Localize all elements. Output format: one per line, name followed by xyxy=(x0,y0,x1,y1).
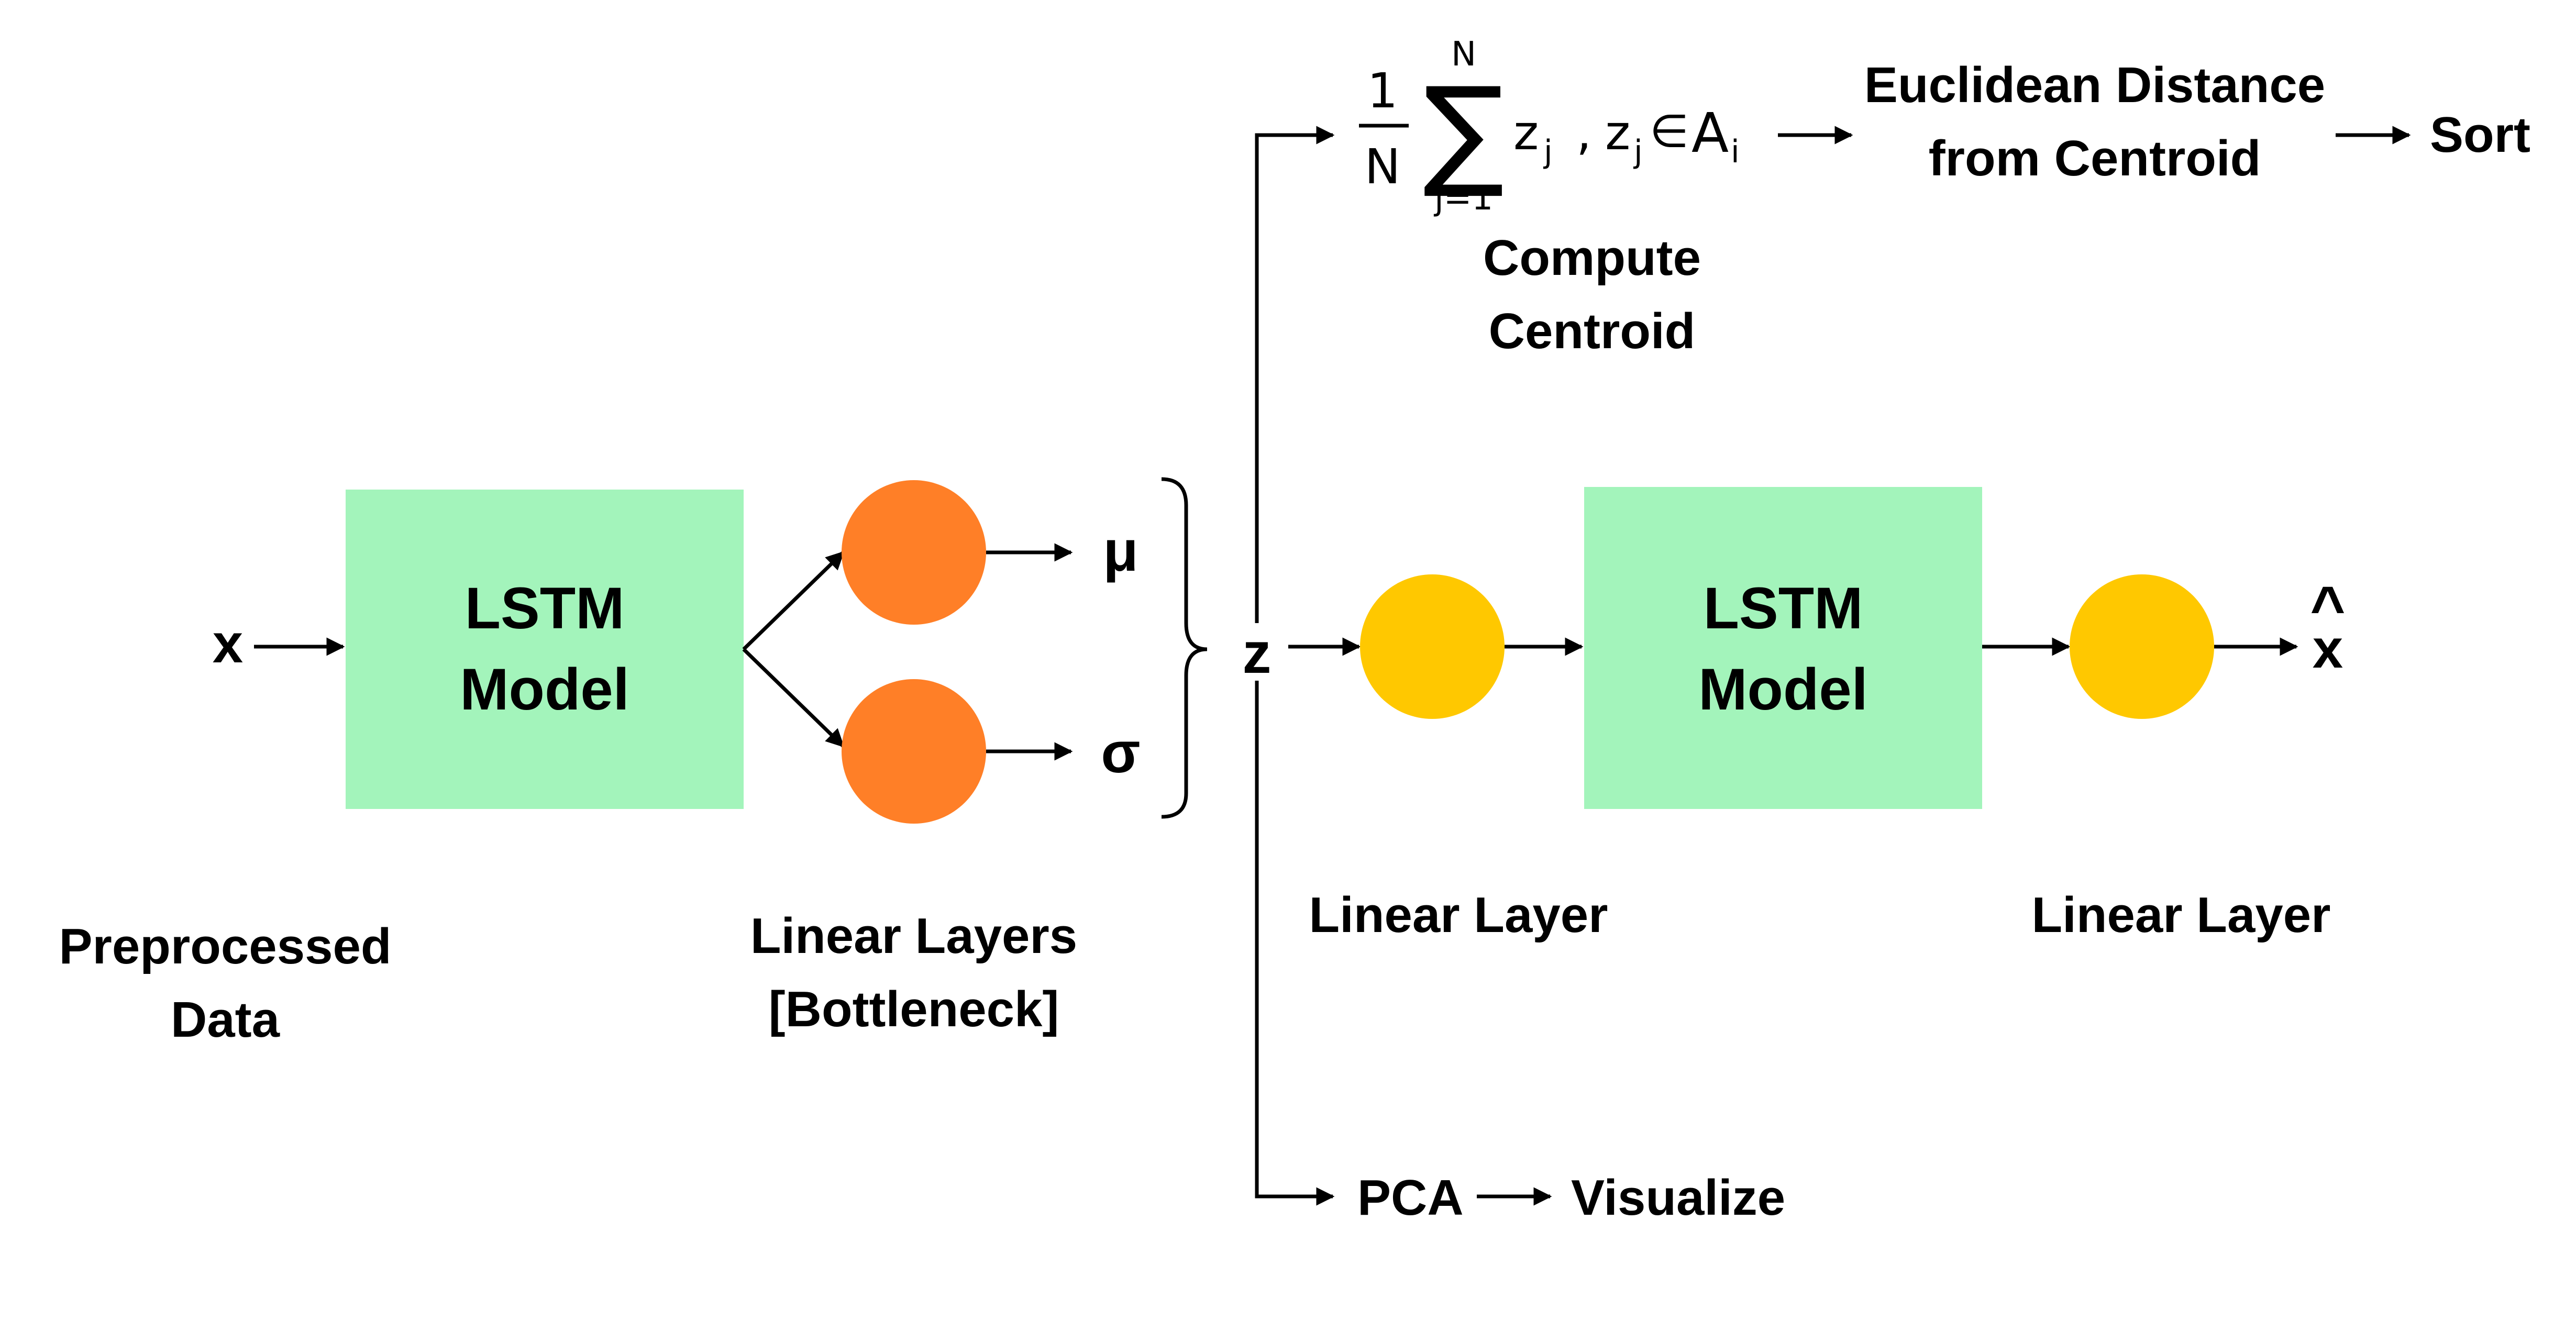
z-label: z xyxy=(1243,621,1272,685)
formula-in-symbol: ∈ xyxy=(1650,105,1689,158)
arrow-z-to-pca xyxy=(1255,681,1335,1206)
formula-set: A xyxy=(1691,101,1729,165)
output-x-hat-label: x xyxy=(2313,618,2343,680)
encoder-lstm-label-line1: LSTM xyxy=(465,575,625,641)
formula-fraction-numerator: 1 xyxy=(1367,63,1398,119)
curly-brace xyxy=(1161,477,1208,819)
formula-sum-lower: j=1 xyxy=(1433,179,1493,218)
formula-sum-symbol: ∑ xyxy=(1423,62,1505,202)
pca-label: PCA xyxy=(1357,1170,1464,1226)
encoder-lstm-box xyxy=(346,490,744,809)
encoder-lstm-label-line2: Model xyxy=(460,657,629,722)
sort-label: Sort xyxy=(2430,107,2530,163)
visualize-label: Visualize xyxy=(1571,1170,1785,1226)
formula-sum-upper: N xyxy=(1451,35,1476,74)
mu-linear-node xyxy=(842,480,986,625)
input-x-label: x xyxy=(213,613,243,674)
formula-term-sub: j xyxy=(1543,134,1553,170)
arrow-z-to-centroid xyxy=(1255,126,1335,623)
formula-member-sub: j xyxy=(1633,134,1643,170)
euclidean-distance-line1: Euclidean Distance xyxy=(1864,57,2325,113)
sigma-label: σ xyxy=(1101,720,1140,785)
decoder-lstm-label-line2: Model xyxy=(1698,657,1868,722)
formula-fraction-denominator: N xyxy=(1365,139,1401,195)
decoder-linear-node-2 xyxy=(2070,574,2214,719)
caption-linear-layer-2: Linear Layer xyxy=(2032,887,2331,943)
sigma-linear-node xyxy=(842,679,986,824)
compute-centroid-line1: Compute xyxy=(1483,230,1701,286)
arrow-encoder-to-mu-node xyxy=(742,551,845,651)
euclidean-distance-line2: from Centroid xyxy=(1929,130,2261,186)
decoder-linear-node-1 xyxy=(1360,574,1505,719)
formula-separator: , xyxy=(1576,105,1591,161)
caption-preprocessed-line1: Preprocessed xyxy=(59,918,391,974)
arrow-encoder-to-sigma-node xyxy=(742,648,845,748)
centroid-formula: 1 N N ∑ j=1 z j , z j ∈ A i xyxy=(1359,35,1740,218)
formula-term: z xyxy=(1513,105,1539,161)
output-x-hat-mark: ^ xyxy=(2310,574,2345,641)
formula-member: z xyxy=(1605,105,1630,161)
decoder-lstm-box xyxy=(1584,487,1982,809)
caption-linear-layer-1: Linear Layer xyxy=(1309,887,1608,943)
caption-linear-layers-line2: [Bottleneck] xyxy=(769,981,1059,1037)
compute-centroid-line2: Centroid xyxy=(1489,303,1696,359)
caption-preprocessed-line2: Data xyxy=(171,992,280,1048)
decoder-lstm-label-line1: LSTM xyxy=(1704,575,1863,641)
caption-linear-layers-line1: Linear Layers xyxy=(750,908,1077,964)
mu-label: μ xyxy=(1103,519,1138,583)
formula-set-sub: i xyxy=(1731,134,1740,170)
